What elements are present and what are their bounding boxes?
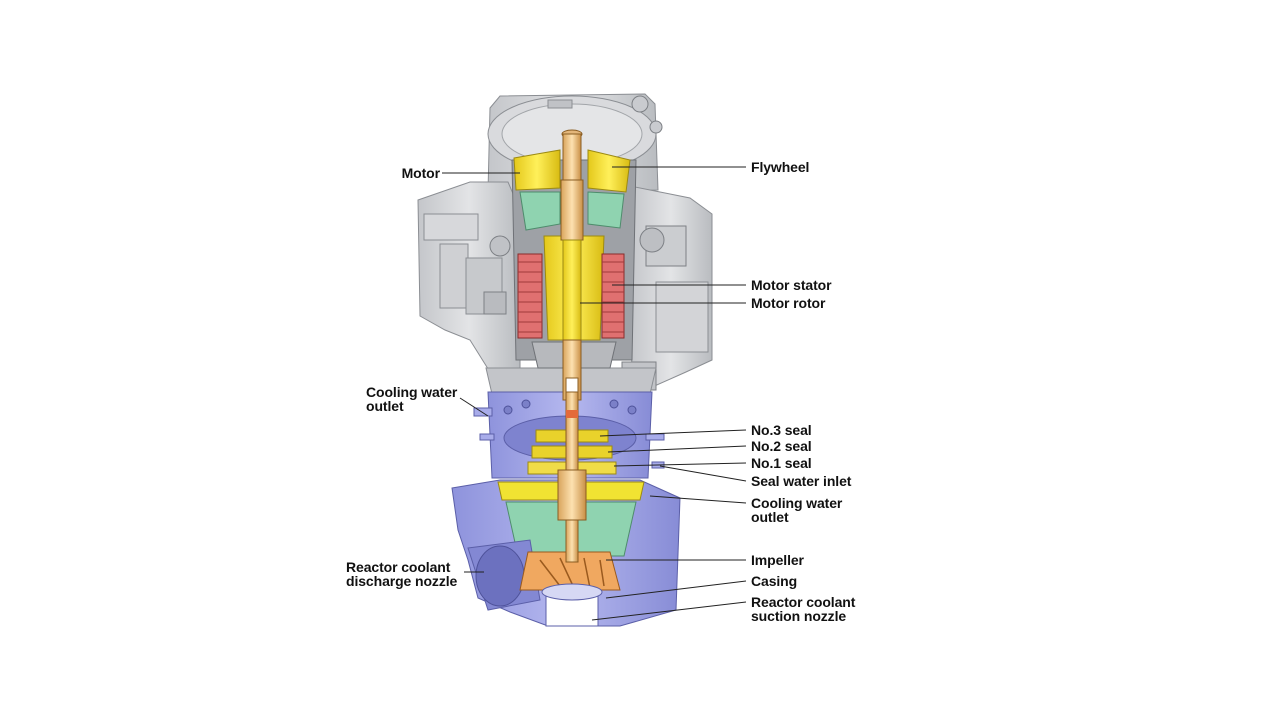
- label-seal-water-inlet-text: Seal water inlet: [751, 473, 852, 489]
- label-no3-seal: No.3 seal: [751, 423, 812, 437]
- label-suction-nozzle-line2: suction nozzle: [751, 608, 847, 624]
- label-suction-nozzle-line1: Reactor coolant: [751, 594, 856, 610]
- label-seal-water-inlet: Seal water inlet: [751, 474, 851, 488]
- leader-no2-seal: [607, 445, 747, 453]
- leader-cooling-water-outlet-top: [459, 397, 489, 417]
- label-casing-text: Casing: [751, 573, 798, 589]
- label-no2-seal-text: No.2 seal: [751, 438, 812, 454]
- label-motor: Motor: [380, 166, 440, 180]
- label-no2-seal: No.2 seal: [751, 439, 812, 453]
- label-cooling-water-outlet-bottom: Cooling water outlet: [751, 496, 842, 524]
- leader-lines: [442, 166, 747, 621]
- leader-no1-seal: [613, 462, 747, 467]
- leader-seal-water-inlet: [659, 465, 747, 482]
- label-flywheel-text: Flywheel: [751, 159, 810, 175]
- label-motor-rotor-text: Motor rotor: [751, 295, 826, 311]
- label-discharge-nozzle: Reactor coolant discharge nozzle: [346, 560, 457, 588]
- label-cooling-water-outlet-top-line1: Cooling water: [366, 384, 458, 400]
- label-discharge-nozzle-line2: discharge nozzle: [346, 573, 458, 589]
- leader-casing: [605, 580, 747, 599]
- label-no3-seal-text: No.3 seal: [751, 422, 812, 438]
- label-motor-stator-text: Motor stator: [751, 277, 832, 293]
- label-cooling-water-outlet-top-line2: outlet: [366, 398, 404, 414]
- label-motor-rotor: Motor rotor: [751, 296, 825, 310]
- leader-no3-seal: [599, 429, 747, 437]
- label-impeller-text: Impeller: [751, 552, 804, 568]
- label-motor-stator: Motor stator: [751, 277, 832, 293]
- label-flywheel: Flywheel: [751, 160, 809, 174]
- pump-shaft: [557, 129, 587, 563]
- impeller-shape: [519, 551, 621, 591]
- label-suction-nozzle: Reactor coolant suction nozzle: [751, 595, 855, 623]
- leader-suction-nozzle: [591, 601, 747, 621]
- label-cooling-water-outlet-bottom-line1: Cooling water: [751, 495, 843, 511]
- label-cooling-water-outlet-top: Cooling water outlet: [366, 385, 457, 413]
- label-discharge-nozzle-line1: Reactor coolant: [346, 559, 451, 575]
- stator-coil-left: [517, 253, 543, 339]
- label-casing: Casing: [751, 574, 797, 588]
- flywheel-shape: [513, 149, 561, 191]
- label-no1-seal: No.1 seal: [751, 456, 812, 470]
- label-impeller: Impeller: [751, 553, 804, 567]
- leader-cooling-water-outlet-bottom: [649, 495, 747, 504]
- label-no1-seal-text: No.1 seal: [751, 455, 812, 471]
- label-motor-text: Motor: [401, 165, 440, 181]
- label-cooling-water-outlet-bottom-line2: outlet: [751, 509, 789, 525]
- stator-coil-right: [601, 253, 625, 339]
